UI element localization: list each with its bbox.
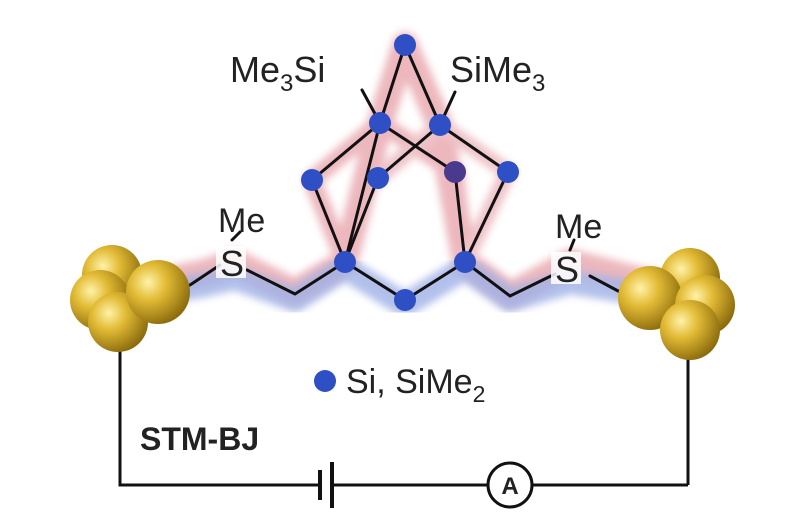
method-label: STM-BJ — [140, 421, 259, 457]
si-atom-apex — [394, 34, 416, 56]
lower-conductance-path-glow — [108, 256, 692, 317]
legend-label: Si, SiMe2 — [346, 363, 485, 407]
legend-si-marker — [314, 370, 336, 392]
si-atom-bottom — [394, 289, 416, 311]
battery-symbol — [318, 462, 334, 508]
si-atom-mid-right — [444, 161, 466, 183]
top-left-substituent-label: Me3Si — [230, 49, 325, 97]
ammeter: A — [486, 461, 534, 509]
silicon-atoms — [301, 34, 519, 311]
si-atom-lower-right — [454, 251, 476, 273]
si-atom-upper-right — [429, 114, 451, 136]
circuit-wires — [118, 335, 690, 487]
si-atom-lower-left — [334, 251, 356, 273]
right-gold-electrode — [618, 248, 735, 360]
top-right-substituent-label: SiMe3 — [450, 49, 545, 97]
legend: Si, SiMe2 — [314, 363, 485, 407]
left-sulfur-label: S — [220, 243, 244, 284]
right-sulfur-label: S — [555, 249, 579, 290]
left-gold-electrode — [70, 245, 190, 352]
si-atom-upper-left — [369, 112, 391, 134]
si-atom-mid-far-right — [497, 161, 519, 183]
si-atom-mid-far-left — [301, 169, 323, 191]
right-methyl-label: Me — [555, 208, 602, 246]
si-atom-mid-left — [367, 167, 389, 189]
ammeter-label: A — [501, 473, 518, 500]
left-methyl-label: Me — [218, 202, 265, 240]
upper-conductance-path-glow — [107, 32, 693, 308]
